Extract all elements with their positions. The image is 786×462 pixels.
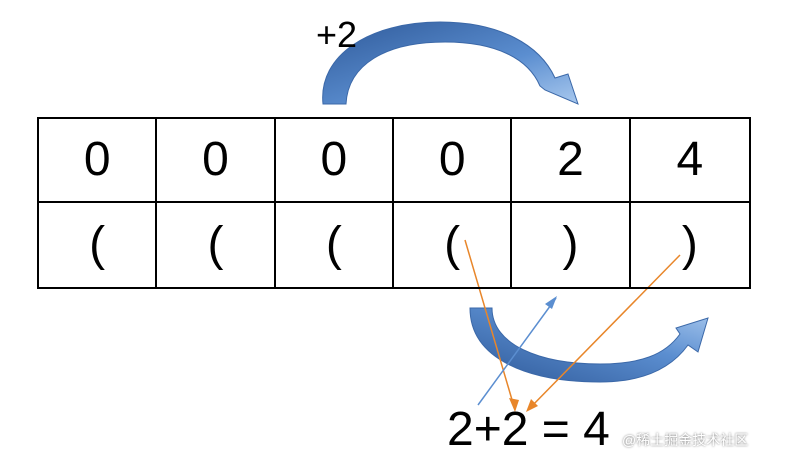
grid-cell: 0 bbox=[157, 119, 276, 203]
equation-label: 2+2 = 4 bbox=[447, 403, 610, 456]
top-arrow-body bbox=[322, 21, 579, 105]
orange-arrowhead-2 bbox=[526, 399, 538, 412]
orange-line-close-paren bbox=[527, 254, 681, 411]
grid-cell: 0 bbox=[275, 119, 394, 203]
blue-thin-arrow bbox=[477, 297, 557, 406]
grid-cell: ( bbox=[157, 203, 276, 287]
bottom-arrow-body bbox=[469, 307, 709, 383]
grid-cell: ) bbox=[681, 218, 698, 271]
blue-arrowhead bbox=[545, 296, 557, 309]
array-grid: 0 0 0 0 2 4 ( ( ( ( ) ) bbox=[37, 117, 751, 289]
grid-cell: 4 bbox=[630, 119, 749, 203]
grid-cell: 0 bbox=[394, 119, 513, 203]
watermark: @稀土掘金技术社区 bbox=[622, 432, 749, 448]
grid-cell: 0 bbox=[39, 119, 158, 203]
grid-cell: 2 bbox=[512, 119, 631, 203]
grid-cell: ) bbox=[512, 203, 631, 287]
grid-cell: ( bbox=[39, 203, 158, 287]
plus-two-label: +2 bbox=[316, 14, 358, 55]
grid-cell: ( bbox=[276, 203, 394, 287]
grid-cell: ( bbox=[394, 203, 513, 287]
orange-line-open-paren bbox=[464, 239, 516, 411]
orange-arrowhead-1 bbox=[509, 398, 519, 412]
